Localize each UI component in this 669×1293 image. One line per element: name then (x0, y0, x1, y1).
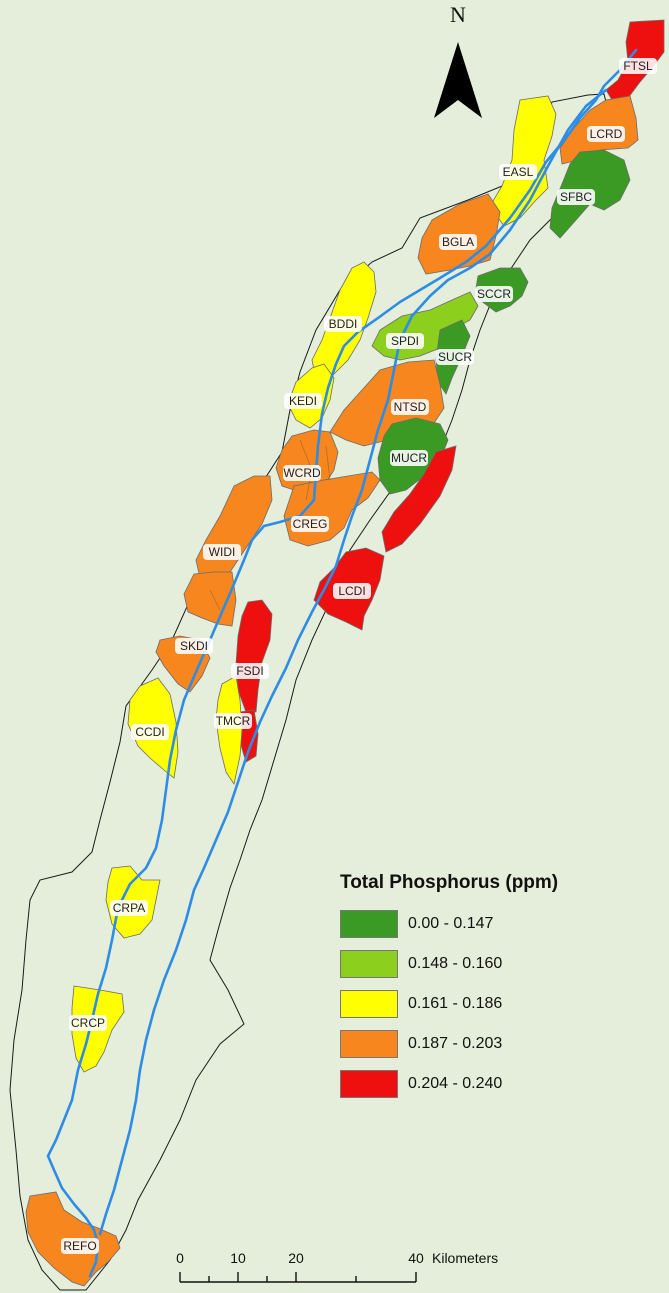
river-west-channel (46, 48, 638, 1278)
district-label-kedi: KEDI (289, 394, 317, 408)
district-label-bg (390, 450, 428, 466)
district-label-bg (203, 544, 241, 560)
district-label-mucr: MUCR (391, 451, 427, 465)
district-label-bg (619, 58, 657, 74)
district-label-refo: REFO (63, 1239, 96, 1253)
legend-item: 0.161 - 0.186 (340, 984, 640, 1024)
legend-label: 0.148 - 0.160 (408, 955, 503, 972)
district-label-ntsd: NTSD (394, 400, 427, 414)
district-label-bg (283, 465, 321, 481)
district-label-creg: CREG (293, 517, 328, 531)
scale-bar: 0 10 20 40 Kilometers (176, 1250, 656, 1290)
legend-title: Total Phosphorus (ppm) (340, 872, 559, 893)
legend-swatch (340, 910, 398, 938)
district-label-crcp: CRCP (71, 1016, 105, 1030)
district-label-bg (439, 234, 477, 250)
north-label: N (450, 2, 466, 27)
district-label-bg (231, 663, 269, 679)
north-arrow: N (434, 2, 482, 118)
legend-swatch (340, 990, 398, 1018)
scale-unit: Kilometers (432, 1250, 499, 1266)
district-label-bg (386, 333, 424, 349)
district-label-bg (291, 516, 329, 532)
district-label-bg (110, 900, 148, 916)
scale-tick-40: 40 (408, 1250, 424, 1266)
district-label-bg (131, 724, 169, 740)
district-label-bg (436, 349, 474, 365)
district-label-bg (284, 393, 322, 409)
district-labels: FTSL LCRD EASL SFBC BGLA SCCR BDDI SPDI SUCR KEDI… (61, 58, 657, 1254)
river-network (46, 48, 638, 1278)
scale-tick-10: 10 (230, 1250, 246, 1266)
district-label-lcdi: LCDI (338, 584, 365, 598)
legend-label: 0.00 - 0.147 (408, 915, 494, 932)
district-label-easl: EASL (503, 165, 534, 179)
scale-bar-graphic (179, 1272, 417, 1283)
district-label-widi: WIDI (209, 545, 236, 559)
district-label-bg (557, 189, 595, 205)
district-label-ftsl: FTSL (623, 59, 653, 73)
legend-swatch (340, 950, 398, 978)
district-label-bg (214, 713, 252, 729)
district-lcdi-a[interactable] (381, 445, 457, 553)
district-label-bg (499, 164, 537, 180)
district-label-sucr: SUCR (438, 350, 472, 364)
district-label-lcrd: LCRD (590, 127, 623, 141)
district-label-fsdi: FSDI (236, 664, 263, 678)
district-label-crpa: CRPA (113, 901, 145, 915)
scale-tick-0: 0 (176, 1250, 184, 1266)
district-label-bddi: BDDI (329, 317, 358, 331)
district-label-bg (61, 1238, 99, 1254)
district-label-bg (587, 126, 625, 142)
district-label-bg (475, 286, 513, 302)
legend-rows: 0.00 - 0.147 0.148 - 0.160 0.161 - 0.186 0.… (340, 904, 640, 1104)
legend-item: 0.148 - 0.160 (340, 944, 640, 984)
district-label-bg (333, 583, 371, 599)
legend-label: 0.161 - 0.186 (408, 995, 503, 1012)
legend-item: 0.00 - 0.147 (340, 904, 640, 944)
district-label-wcrd: WCRD (283, 466, 321, 480)
river-east-channel (98, 88, 608, 1236)
legend-label: 0.204 - 0.240 (408, 1075, 503, 1092)
district-label-bg (175, 638, 213, 654)
district-label-tmcr: TMCR (216, 714, 251, 728)
district-label-spdi: SPDI (391, 334, 419, 348)
district-label-bg (69, 1015, 107, 1031)
legend: Total Phosphorus (ppm) 0.00 - 0.147 0.148… (340, 872, 640, 1104)
legend-swatch (340, 1030, 398, 1058)
district-tmcr[interactable] (215, 675, 243, 786)
legend-swatch (340, 1070, 398, 1098)
legend-item: 0.187 - 0.203 (340, 1024, 640, 1064)
district-fsdi[interactable] (235, 599, 273, 713)
district-label-bg (391, 399, 429, 415)
district-label-sfbc: SFBC (560, 190, 592, 204)
district-label-bg (324, 316, 362, 332)
scale-tick-20: 20 (288, 1250, 304, 1266)
district-label-sccr: SCCR (477, 287, 511, 301)
district-label-bgla: BGLA (442, 235, 474, 249)
legend-label: 0.187 - 0.203 (408, 1035, 503, 1052)
district-label-skdi: SKDI (180, 639, 208, 653)
legend-item: 0.204 - 0.240 (340, 1064, 640, 1104)
north-arrow-icon (434, 42, 482, 118)
district-label-ccdi: CCDI (135, 725, 164, 739)
